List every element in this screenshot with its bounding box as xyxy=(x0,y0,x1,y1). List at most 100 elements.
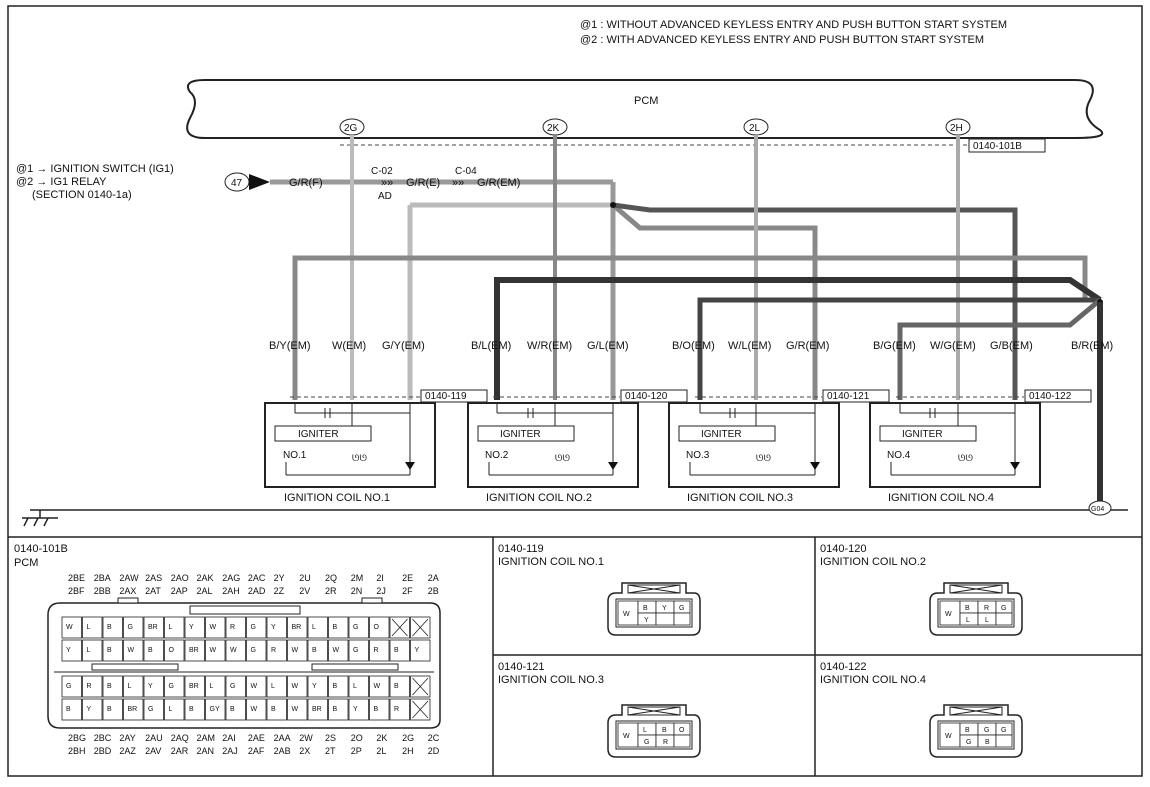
pcm-pin-cell xyxy=(246,698,267,721)
empty-pin-cross xyxy=(412,677,429,696)
pcm-pin-cell xyxy=(102,675,123,698)
ground-point-g04: G04 xyxy=(1088,500,1112,516)
pcm-pin-color: B xyxy=(107,647,112,654)
wire-gr-e: G/R(E) xyxy=(406,177,440,189)
pcm-pin-color: W xyxy=(210,647,217,654)
pcm-pin-label-2bg: 2BG xyxy=(68,733,86,743)
pcm-pin-cell xyxy=(225,639,246,662)
pcm-pin-color: Y xyxy=(148,683,153,690)
pcm-pin-cell xyxy=(266,675,287,698)
coil4-diode-icon xyxy=(1010,462,1020,470)
panel2-code: 0140-120 xyxy=(820,543,867,555)
pcm-pin-cell xyxy=(164,698,185,721)
pcm-pin-color: W xyxy=(251,683,258,690)
pcm-connector-code: 0140-101B xyxy=(973,141,1022,152)
wire-bl-ground xyxy=(494,277,1102,400)
pcm-pin-label-2aj: 2AJ xyxy=(222,746,238,756)
pcm-pin-label-2ap: 2AP xyxy=(171,586,188,596)
pcm-pin-color: L xyxy=(87,624,91,631)
pcm-pin-color: W xyxy=(333,647,340,654)
pcm-pin-label-2ah: 2AH xyxy=(222,586,240,596)
pcm-pin-color: B xyxy=(394,647,399,654)
ignition-coil-4: IGNITER NO.4 ᘎᘎ IGNITION COIL NO.4 xyxy=(869,402,1041,504)
pcm-pin-label-2ac: 2AC xyxy=(248,573,266,583)
pcm-pin-label-2k: 2K xyxy=(376,733,387,743)
pcm-panel-name: PCM xyxy=(14,557,38,569)
pcm-pin-color: G xyxy=(251,624,256,631)
coil4-wire-1: B/G(EM) xyxy=(873,340,916,352)
pcm-pin-color: L xyxy=(353,683,357,690)
pcm-pin-color: L xyxy=(87,647,91,654)
panel2-name: IGNITION COIL NO.2 xyxy=(820,556,926,568)
wire-bo-ground xyxy=(697,297,1100,400)
pcm-pin-cell xyxy=(205,639,226,662)
pcm-pin-label-2x: 2X xyxy=(299,746,310,756)
pcm-pin-cell xyxy=(389,698,410,721)
coil3-code-box xyxy=(822,389,890,403)
coil1-diode-icon xyxy=(405,462,415,470)
coil-pin-color: L xyxy=(985,617,989,624)
coil4-wire-2: W/G(EM) xyxy=(930,340,976,352)
coil1-wire-3: G/Y(EM) xyxy=(382,340,425,352)
pcm-pin-cell xyxy=(389,675,410,698)
wire-gr-em: G/R(EM) xyxy=(477,177,520,189)
pcm-pin-label-2b: 2B xyxy=(428,586,439,596)
pcm-pin-color: W xyxy=(374,683,381,690)
ignition-coil-2: IGNITER NO.2 ᘎᘎ IGNITION COIL NO.2 xyxy=(467,402,639,504)
pcm-pin-color: BR xyxy=(148,624,158,631)
pcm-pin-color: W xyxy=(66,624,73,631)
coil-pin-color: Y xyxy=(644,617,649,624)
pcm-pin-label-2p: 2P xyxy=(351,746,362,756)
pcm-pin-cell xyxy=(61,675,82,698)
pcm-pin-color: B xyxy=(189,706,194,713)
pcm-terminal-2l: 2L xyxy=(743,118,769,136)
coil-pin-color: G xyxy=(966,739,971,746)
pcm-pin-cell xyxy=(410,639,431,662)
pcm-pin-cell xyxy=(328,675,349,698)
pcm-pin-label-2u: 2U xyxy=(299,573,311,583)
pcm-pin-cell xyxy=(61,616,82,639)
pcm-pin-color: W xyxy=(292,683,299,690)
pcm-pin-cell xyxy=(246,675,267,698)
pcm-pin-color: G xyxy=(251,647,256,654)
pcm-pin-color: G xyxy=(128,624,133,631)
svg-text:2L: 2L xyxy=(749,123,761,134)
pcm-pin-color: Y xyxy=(271,624,276,631)
coil-pin-color: B xyxy=(965,605,970,612)
chevron-icon-2: »» xyxy=(452,177,464,189)
panel3-code: 0140-121 xyxy=(498,661,545,673)
pcm-pin-cell xyxy=(61,698,82,721)
pcm-pin-label-2w: 2W xyxy=(299,733,313,743)
pcm-pin-color: B xyxy=(312,647,317,654)
pcm-pin-cell xyxy=(287,698,308,721)
svg-text:2H: 2H xyxy=(950,123,963,134)
svg-text:G04: G04 xyxy=(1091,506,1104,513)
pcm-pin-color: B xyxy=(374,706,379,713)
pcm-pin-color: R xyxy=(271,647,276,654)
pcm-pin-cell xyxy=(369,616,390,639)
pcm-pin-label-2g: 2G xyxy=(402,733,414,743)
note-2: @2 : WITH ADVANCED KEYLESS ENTRY AND PUS… xyxy=(580,34,984,46)
coil-pin-color: G xyxy=(679,605,684,612)
pcm-pin-label-2ae: 2AE xyxy=(248,733,265,743)
pcm-pin-label-2f: 2F xyxy=(402,586,413,596)
pcm-pin-cell xyxy=(348,639,369,662)
pcm-pin-color: O xyxy=(169,647,175,654)
ignition-coil-3: IGNITER NO.3 ᘎᘎ IGNITION COIL NO.3 xyxy=(668,402,840,504)
pcm-pin-color: Y xyxy=(415,647,420,654)
svg-text:2K: 2K xyxy=(547,123,560,134)
pcm-pin-cell xyxy=(266,698,287,721)
pcm-pin-label-2z: 2Z xyxy=(274,586,285,596)
svg-text:47: 47 xyxy=(231,178,243,189)
pcm-pin-label-2ar: 2AR xyxy=(171,746,189,756)
coil-pin-color: W xyxy=(623,733,630,740)
outer-frame xyxy=(7,5,1143,777)
empty-pin-cross xyxy=(412,618,429,637)
pcm-pin-color: R xyxy=(230,624,235,631)
coil1-wire-2: W(EM) xyxy=(332,340,366,352)
connector-c02: C-02 xyxy=(371,166,393,177)
coil1-code: 0140-119 xyxy=(425,391,467,402)
coil1-coil-icon: ᘎᘎ xyxy=(352,453,367,463)
